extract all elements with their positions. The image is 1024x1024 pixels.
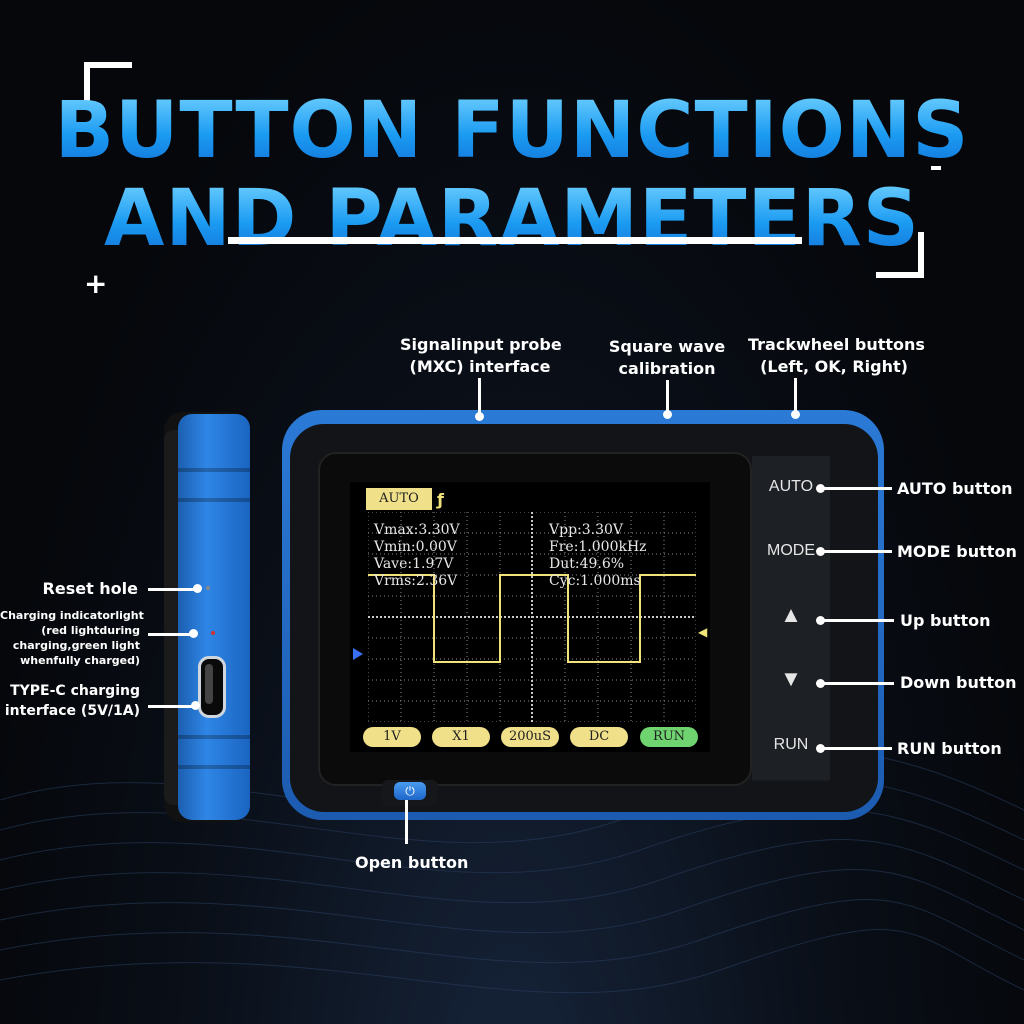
measurement: Fre:1.000kHz (549, 539, 647, 555)
trigger-icon: ƒ (437, 490, 444, 509)
usb-c-port-tongue (205, 664, 213, 704)
leader-line (148, 705, 194, 708)
callout-down-button: Down button (900, 673, 1017, 692)
title-line-1: BUTTON FUNCTIONS (0, 92, 1024, 170)
title-line-2: AND PARAMETERS (0, 180, 1024, 258)
square-wave-trace (368, 574, 696, 663)
mode-tag: AUTO (366, 488, 432, 510)
leader-dot (816, 547, 825, 556)
leader-line (822, 487, 892, 490)
measurement: Cyc:1.000ms (549, 573, 641, 589)
channel-marker-icon (353, 648, 363, 660)
volts-div-chip: 1V (363, 727, 421, 747)
leader-dot (816, 616, 825, 625)
callout-up-button: Up button (900, 611, 991, 630)
leader-dot (189, 629, 198, 638)
plus-icon: + (84, 267, 108, 300)
down-arrow-icon: ▼ (780, 666, 802, 691)
callout-typec: TYPE-C charging interface (5V/1A) (4, 683, 140, 719)
device-side-blue-shell (178, 414, 250, 820)
measurement: Vmin:0.00V (374, 539, 457, 555)
up-arrow-icon: ▲ (780, 602, 802, 627)
leader-dot (816, 744, 825, 753)
leader-line (822, 619, 894, 622)
run-button-label: RUN (773, 736, 809, 753)
callout-open-button: Open button (355, 853, 469, 872)
power-button[interactable]: ⏻ (394, 782, 426, 800)
reset-hole[interactable] (206, 586, 210, 590)
leader-dot (193, 584, 202, 593)
leader-line (478, 378, 481, 416)
mode-button-label: MODE (767, 542, 815, 559)
side-ridge (178, 498, 250, 502)
side-ridge (178, 468, 250, 472)
measurements-left: Vmax:3.30V Vmin:0.00V Vave:1.97V Vrms:2.… (374, 522, 460, 590)
leader-dot (816, 484, 825, 493)
side-ridge (178, 765, 250, 769)
measurements-right: Vpp:3.30V Fre:1.000kHz Dut:49.6% Cyc:1.0… (549, 522, 647, 590)
callout-trackwheel: Trackwheel buttons (Left, OK, Right) (748, 335, 925, 376)
callout-run-button: RUN button (897, 739, 1002, 758)
callout-reset-hole: Reset hole (42, 579, 138, 598)
side-ridge (178, 735, 250, 739)
power-icon: ⏻ (405, 784, 415, 798)
callout-square-wave: Square wave calibration (608, 337, 726, 378)
callout-auto-button: AUTO button (897, 479, 1013, 498)
measurement: Dut:49.6% (549, 556, 625, 572)
leader-line (822, 682, 894, 685)
lcd-screen (350, 482, 710, 752)
callout-mode-button: MODE button (897, 542, 1017, 561)
leader-line (148, 588, 196, 591)
leader-line (148, 633, 192, 636)
run-state-chip: RUN (640, 727, 698, 747)
auto-button-label: AUTO (768, 478, 814, 495)
decorative-dash (931, 166, 941, 170)
title-underline (228, 237, 802, 244)
leader-line (822, 550, 892, 553)
leader-dot (663, 410, 672, 419)
charging-indicator-light (211, 631, 215, 635)
callout-probe-interface: Signalinput probe (MXC) interface (400, 335, 562, 376)
leader-dot (475, 412, 484, 421)
leader-dot (816, 679, 825, 688)
leader-dot (791, 410, 800, 419)
leader-line (405, 800, 408, 844)
leader-line (822, 747, 892, 750)
leader-line (666, 380, 669, 414)
coupling-chip: DC (570, 727, 628, 747)
measurement: Vrms:2.36V (374, 573, 458, 589)
leader-dot (191, 701, 200, 710)
leader-line (794, 378, 797, 414)
oscilloscope-plot (368, 512, 696, 722)
measurement: Vpp:3.30V (549, 522, 624, 538)
measurement: Vave:1.97V (374, 556, 454, 572)
measurement: Vmax:3.30V (374, 522, 460, 538)
time-div-chip: 200uS (501, 727, 559, 747)
probe-multiplier-chip: X1 (432, 727, 490, 747)
corner-bracket-bottom-right (876, 232, 924, 278)
trigger-level-arrow-icon: ◀ (698, 625, 708, 639)
callout-charging-light: Charging indicatorlight (red lightduring… (0, 609, 144, 667)
corner-bracket-top-left (84, 62, 132, 108)
